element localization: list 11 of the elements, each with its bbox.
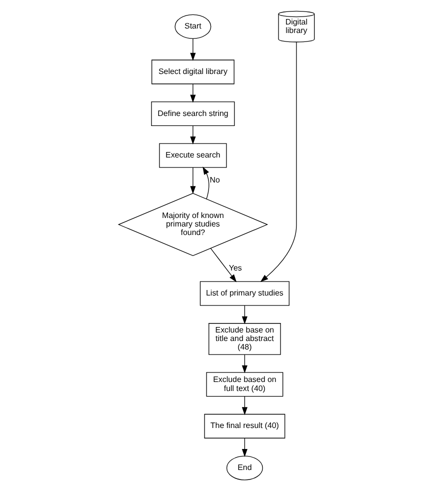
arrow (260, 42, 296, 282)
arrow (241, 396, 247, 416)
arrow (202, 166, 209, 200)
arrow (190, 84, 196, 103)
arrow (190, 38, 196, 61)
arrow (241, 438, 247, 457)
arrow (190, 167, 196, 194)
arrow (241, 305, 247, 324)
arrow (210, 248, 236, 282)
arrow (241, 354, 247, 374)
arrow (190, 126, 196, 144)
